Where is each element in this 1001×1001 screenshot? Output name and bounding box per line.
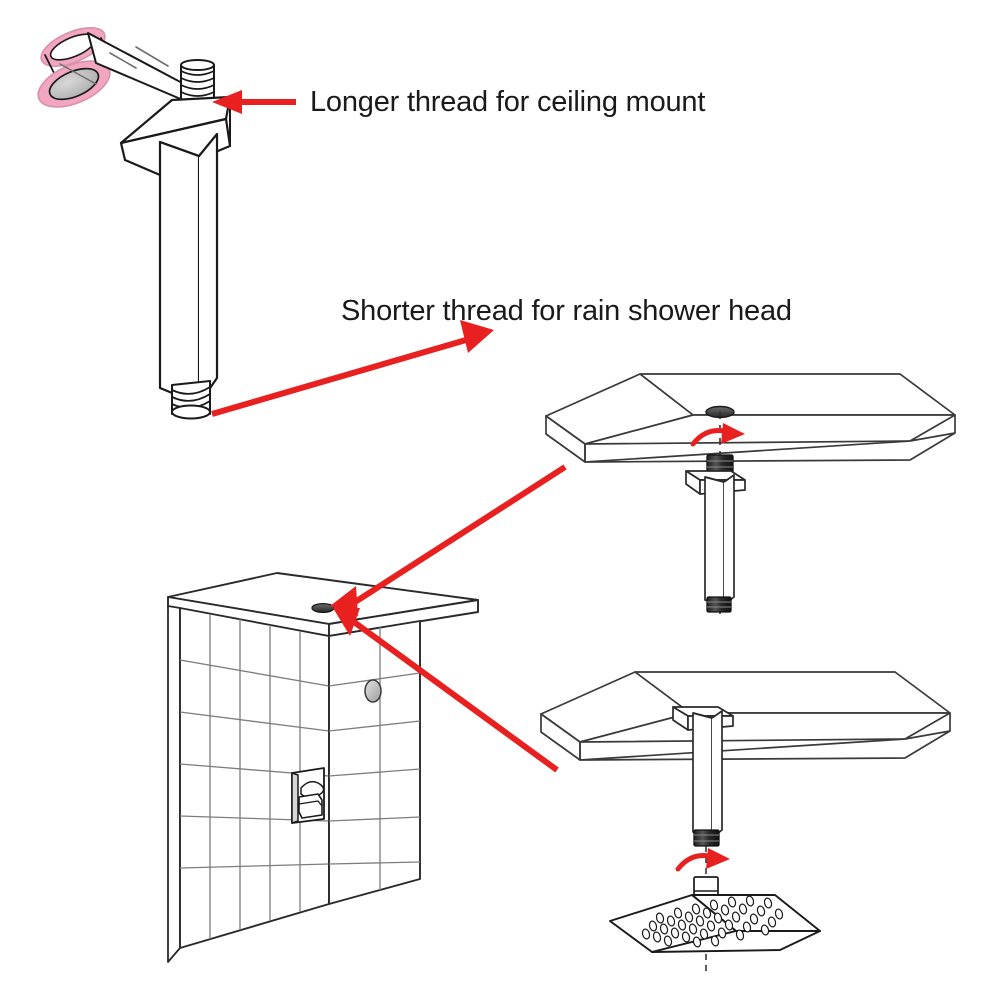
tiled-wall-right-face: [328, 620, 421, 905]
step-1-ceiling-mount-illustration: [545, 373, 956, 620]
shower-nozzles: [641, 895, 784, 948]
step-2-shower-head-illustration: [540, 671, 951, 975]
callout-arrow-ceiling-hole-lower: [333, 608, 559, 773]
callout-label-longer-thread: Longer thread for ceiling mount: [310, 86, 706, 118]
wall-knob: [364, 679, 382, 703]
shower-arm-assembly-illustration: [37, 27, 232, 420]
valve-mixer-trim: [291, 767, 325, 824]
square-tube-body: [158, 132, 219, 406]
callout-arrow-longer-thread: [212, 90, 296, 114]
callout-arrow-shorter-thread: [211, 320, 494, 417]
square-tube-upper: [704, 474, 735, 606]
ceiling-slab-upper: [545, 373, 956, 463]
cover-ring-highlight: [37, 27, 115, 108]
wall-side-return: [167, 605, 181, 963]
longer-thread-nipple: [180, 59, 215, 102]
rotation-arrow-upper: [690, 423, 745, 447]
square-tube-lower: [692, 710, 723, 839]
callout-arrow-ceiling-hole-upper: [330, 464, 567, 616]
corner-ceiling-panel: [167, 572, 479, 637]
ceiling-slab-lower: [540, 671, 951, 761]
tiled-wall-face: [179, 607, 330, 949]
shorter-thread-collar-lower: [693, 829, 720, 847]
ceiling-outlet-hole-corner: [311, 602, 335, 614]
rotation-arrow-lower: [675, 848, 730, 872]
shower-head-connector: [693, 876, 719, 897]
tiled-shower-wall-illustration: [167, 572, 479, 963]
shorter-thread-nipple: [171, 380, 211, 420]
rain-shower-head: [609, 894, 821, 953]
callout-label-shorter-thread: Shorter thread for rain shower head: [341, 295, 792, 327]
lower-thread-collar-upper: [706, 596, 732, 613]
